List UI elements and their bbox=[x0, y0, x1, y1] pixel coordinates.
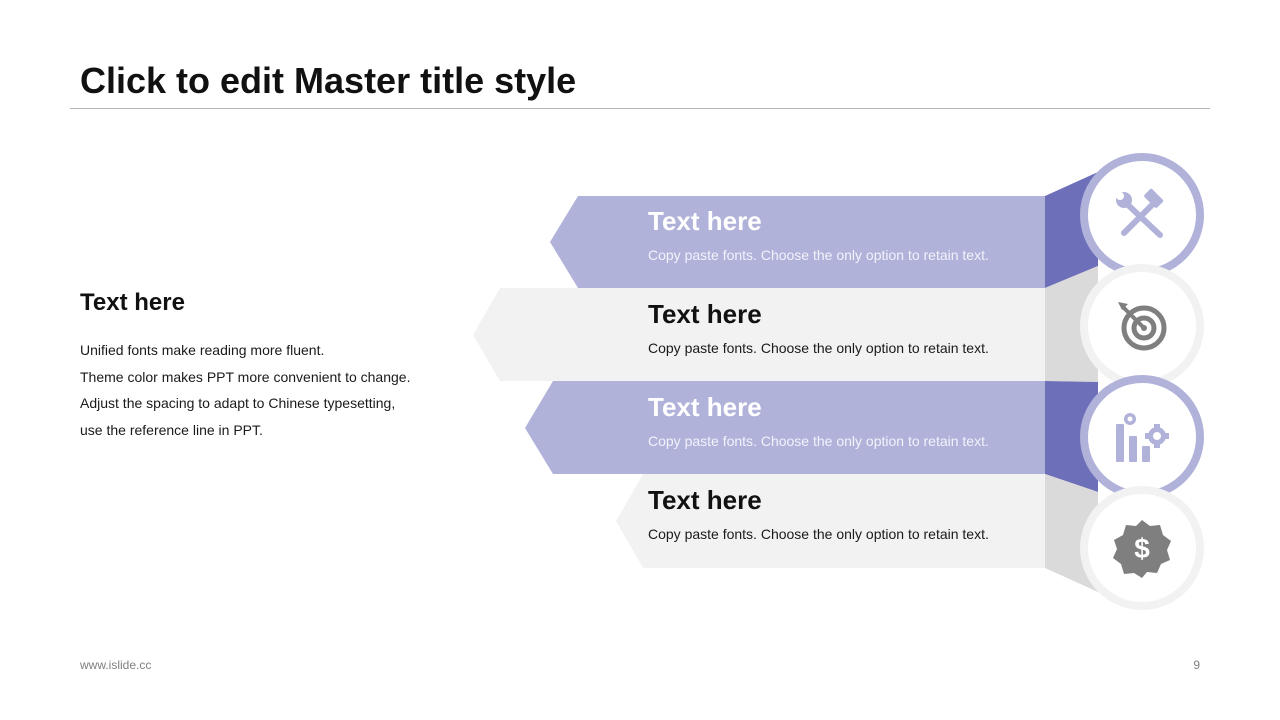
item-2-title: Text here bbox=[648, 299, 762, 329]
item-4-desc: Copy paste fonts. Choose the only option… bbox=[648, 526, 989, 542]
tools-icon bbox=[1116, 188, 1164, 238]
item-2: Text here Copy paste fonts. Choose the o… bbox=[648, 299, 1048, 356]
item-2-desc: Copy paste fonts. Choose the only option… bbox=[648, 340, 989, 356]
title-divider bbox=[70, 108, 1210, 109]
dollar-badge-icon: $ bbox=[1113, 520, 1171, 578]
intro-heading: Text here bbox=[80, 289, 185, 316]
svg-text:$: $ bbox=[1134, 533, 1150, 564]
banner-4 bbox=[616, 474, 1045, 568]
item-1: Text here Copy paste fonts. Choose the o… bbox=[648, 206, 1048, 263]
intro-line: Unified fonts make reading more fluent. bbox=[80, 342, 325, 358]
chart-gear-icon bbox=[1116, 413, 1169, 462]
banner-3-fold bbox=[1045, 381, 1098, 492]
banner-2 bbox=[473, 288, 1045, 381]
item-1-desc: Copy paste fonts. Choose the only option… bbox=[648, 247, 989, 263]
item-4-title: Text here bbox=[648, 485, 762, 515]
page-number: 9 bbox=[1193, 658, 1200, 672]
target-icon bbox=[1118, 302, 1167, 351]
slide-title: Click to edit Master title style bbox=[80, 60, 577, 101]
item-4: Text here Copy paste fonts. Choose the o… bbox=[648, 485, 1048, 542]
intro-body: Unified fonts make reading more fluent. … bbox=[80, 337, 460, 443]
footer-website: www.islide.cc bbox=[80, 658, 152, 672]
intro-line: Theme color makes PPT more convenient to… bbox=[80, 368, 411, 385]
item-1-title: Text here bbox=[648, 206, 762, 236]
banner-1 bbox=[550, 196, 1045, 288]
intro-line: use the reference line in PPT. bbox=[80, 421, 263, 438]
intro-line: Adjust the spacing to adapt to Chinese t… bbox=[80, 395, 396, 411]
item-3: Text here Copy paste fonts. Choose the o… bbox=[648, 392, 1048, 449]
item-3-title: Text here bbox=[648, 392, 762, 422]
banner-3 bbox=[525, 381, 1045, 474]
banner-2-fold bbox=[1045, 266, 1098, 382]
item-3-desc: Copy paste fonts. Choose the only option… bbox=[648, 433, 989, 449]
icon-circle-3 bbox=[1080, 375, 1204, 499]
